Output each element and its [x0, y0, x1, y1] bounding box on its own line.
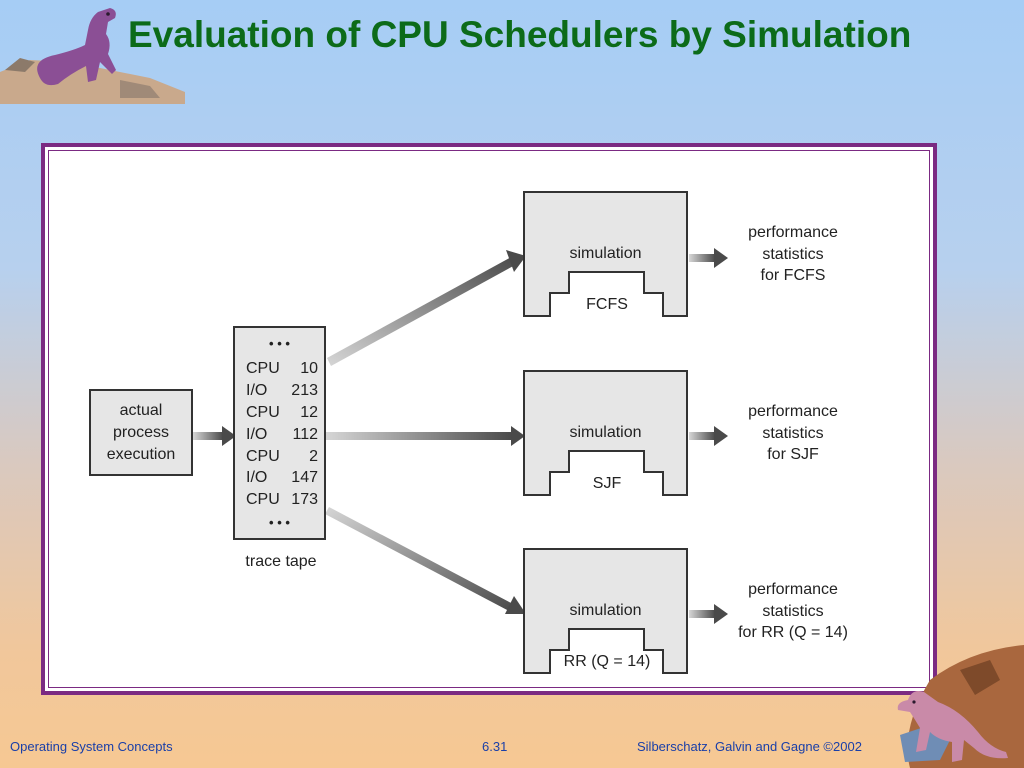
tape-val: 213 — [291, 382, 318, 399]
arrow-input-to-tape — [193, 426, 236, 446]
tape-val: 112 — [292, 426, 318, 443]
stats-fcfs-line-1: performance — [748, 224, 838, 241]
actual-process-box — [89, 389, 193, 476]
scheduler-label-fcfs: FCFS — [586, 296, 628, 313]
scheduler-tab-fcfs — [549, 271, 664, 317]
scheduler-tab-sjf — [549, 450, 664, 496]
footer-page-number: 6.31 — [482, 739, 508, 754]
scheduler-label-sjf: SJF — [592, 475, 622, 492]
simulation-label: simulation — [569, 424, 642, 441]
tape-op: I/O — [246, 469, 268, 486]
tape-op: CPU — [246, 448, 280, 465]
stats-sjf-line-1: performance — [748, 403, 838, 420]
scheduler-tab-rr — [549, 628, 664, 674]
tape-op: I/O — [246, 382, 268, 399]
stats-rr-line-3: for RR (Q = 14) — [738, 624, 848, 641]
trace-tape-box — [233, 326, 326, 540]
trace-tape-top-ellipsis: • • • — [269, 336, 290, 351]
dinosaur-logo-bottom — [897, 645, 1024, 768]
trace-tape-label: trace tape — [245, 553, 317, 570]
footer-course-title: Operating System Concepts — [10, 739, 173, 754]
trace-tape-bottom-ellipsis: • • • — [269, 515, 290, 530]
scheduler-label-rr: RR (Q = 14) — [563, 653, 651, 670]
tape-val: 173 — [291, 491, 318, 508]
stats-rr-line-2: statistics — [762, 603, 824, 620]
stats-sjf-line-2: statistics — [762, 425, 824, 442]
stats-fcfs-line-3: for FCFS — [760, 267, 826, 284]
tape-val: 2 — [309, 448, 318, 465]
simulation-label: simulation — [569, 602, 642, 619]
arrow-tape-to-fcfs — [327, 250, 526, 366]
tape-val: 12 — [300, 404, 318, 421]
arrow-tape-to-sjf — [326, 426, 525, 446]
actual-process-line-2: process — [112, 424, 170, 441]
tape-op: CPU — [246, 491, 280, 508]
tape-val: 147 — [291, 469, 318, 486]
tape-val: 10 — [300, 360, 318, 377]
tape-op: CPU — [246, 404, 280, 421]
dinosaur-logo-top — [0, 8, 185, 104]
footer-copyright: Silberschatz, Galvin and Gagne ©2002 — [637, 739, 862, 754]
simulation-label: simulation — [569, 245, 642, 262]
actual-process-line-1: actual — [119, 402, 163, 419]
arrow-tape-to-rr — [325, 507, 526, 614]
tape-op: I/O — [246, 426, 268, 443]
arrow-fcfs-to-stats — [689, 248, 728, 268]
stats-rr-line-1: performance — [748, 581, 838, 598]
stats-sjf-line-3: for SJF — [767, 446, 819, 463]
arrow-rr-to-stats — [689, 604, 728, 624]
tape-op: CPU — [246, 360, 280, 377]
slide-title: Evaluation of CPU Schedulers by Simulati… — [128, 14, 912, 55]
stats-fcfs-line-2: statistics — [762, 246, 824, 263]
arrow-sjf-to-stats — [689, 426, 728, 446]
actual-process-line-3: execution — [106, 446, 176, 463]
